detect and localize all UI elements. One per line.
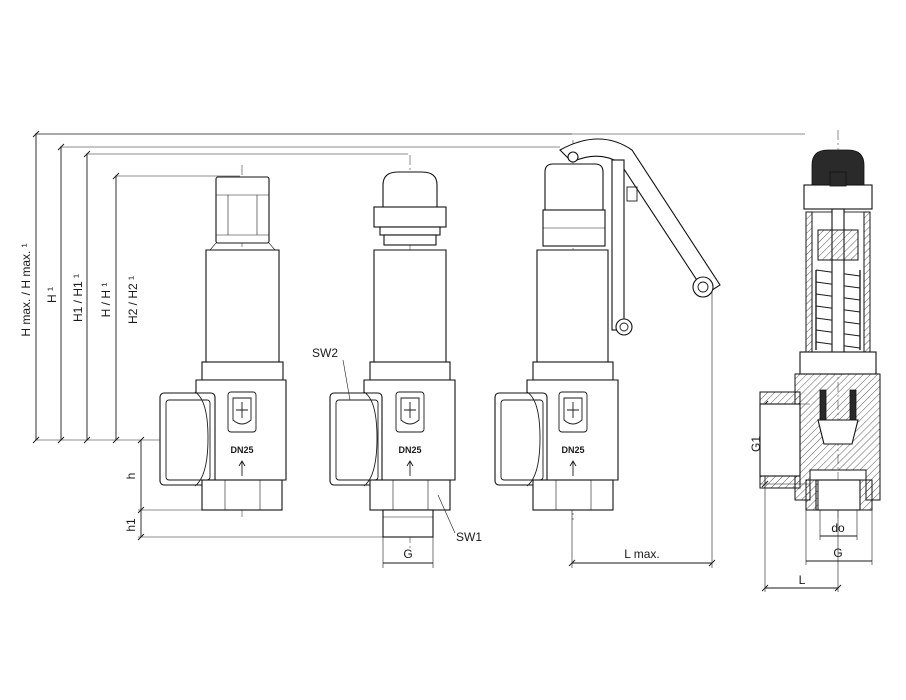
valve-1-dn-label: DN25 — [230, 445, 253, 455]
valve-2-dn-label: DN25 — [398, 445, 421, 455]
label-l-max: L max. — [624, 547, 660, 561]
valve-2: DN25 — [329, 155, 456, 550]
valve-3: DN25 — [494, 138, 721, 520]
label-g1: G1 — [749, 436, 763, 452]
label-do: do — [831, 521, 845, 535]
label-small-h: h — [124, 473, 138, 480]
label-small-h1: h1 — [124, 518, 138, 532]
valve-3-dn-label: DN25 — [561, 445, 584, 455]
label-g-bottom: G — [403, 547, 412, 561]
valve-1: DN25 — [159, 165, 287, 520]
labels: H max. / H max. ¹ H ¹ H1 / H1 ¹ H / H ¹ … — [19, 243, 845, 587]
label-g-section: G — [833, 546, 842, 560]
label-h2: H2 / H2 ¹ — [126, 276, 140, 324]
section-view — [759, 130, 881, 520]
label-l: L — [799, 573, 806, 587]
label-h-max: H max. / H max. ¹ — [19, 243, 33, 336]
label-h-h: H / H ¹ — [99, 283, 113, 318]
dimension-lines — [32, 130, 873, 592]
label-h: H ¹ — [45, 287, 59, 303]
label-sw2: SW2 — [312, 346, 338, 360]
label-h1: H1 / H1 ¹ — [71, 274, 85, 322]
label-sw1: SW1 — [456, 530, 482, 544]
